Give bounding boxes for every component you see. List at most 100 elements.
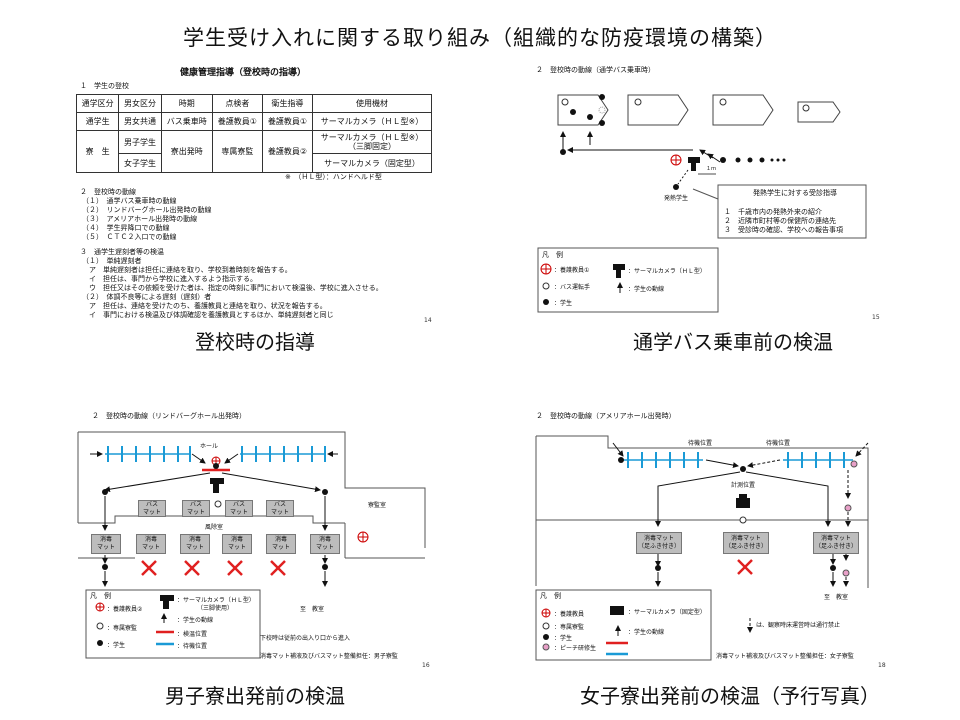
panel-health-guidance: 健康管理指導（登校時の指導） １ 学生の登校 通学区分 男女区分 時期 点検者 … bbox=[70, 62, 440, 328]
wait-label-2: 待機位置 bbox=[766, 440, 791, 447]
thermal-camera-marker bbox=[736, 498, 750, 508]
fever-student-label: 発熱学生 bbox=[664, 195, 689, 202]
disinfect-mat: 消毒 マット bbox=[222, 534, 252, 554]
list-item: （３） アメリアホール出発時の動線 bbox=[82, 215, 198, 223]
page-number: 14 bbox=[424, 317, 432, 324]
legend-item: ：養護教員① bbox=[554, 267, 590, 274]
disinfect-mat: 消毒 マット bbox=[91, 534, 121, 554]
bus-mat: バス マット bbox=[266, 500, 294, 517]
table-header: 男女区分 bbox=[118, 94, 162, 113]
legend-item: ：サーマルカメラ（ＨＬ型） bbox=[177, 597, 255, 604]
table-cell: サーマルカメラ（ＨＬ型※）（三脚固定） bbox=[312, 130, 432, 154]
bus-mat: バス マット bbox=[182, 500, 210, 517]
panel-boys-dorm: ２ 登校時の動線（リンドバーグホール出発時） bbox=[70, 408, 434, 670]
panel-header: ２ 登校時の動線（アメリアホール出発時） bbox=[536, 412, 676, 420]
student-dot bbox=[759, 157, 765, 163]
disinfect-mat: 消毒マット （足ふき付き） bbox=[813, 532, 859, 554]
legend-item: ：専属寮監 bbox=[554, 624, 585, 631]
page-number: 18 bbox=[878, 662, 886, 669]
table-cell: 養護教員① bbox=[211, 112, 263, 131]
disinfect-mat: 消毒マット （足ふき付き） bbox=[636, 532, 682, 554]
section-3-list: （１） 単純遅刻者 ア 単純遅刻者は担任に連絡を取り、学校到着時刻を報告する。 … bbox=[82, 257, 383, 320]
caption-2: 通学バス乗車前の検温 bbox=[633, 330, 833, 354]
disinfect-mat: 消毒 マット bbox=[136, 534, 166, 554]
list-item: （２） 体調不良等による遅刻（遅刻）者 bbox=[82, 293, 212, 301]
bus-shape bbox=[712, 94, 774, 126]
wind-room-label: 風除室 bbox=[205, 524, 224, 531]
panel-header: ２ 登校時の動線（リンドバーグホール出発時） bbox=[92, 412, 246, 420]
table-cell: 専属寮監 bbox=[211, 130, 263, 173]
fever-box-items: １ 千歳市内の発熱外来の紹介 ２ 近隣市町村等の保健所の連絡先 ３ 受診時の確認… bbox=[724, 208, 843, 235]
driver-marker bbox=[802, 104, 810, 112]
legend-item: ：学生 bbox=[107, 642, 126, 649]
slide-title: 学生受け入れに関する取り組み（組織的な防疫環境の構築） bbox=[183, 26, 777, 50]
legend-title: 凡 例 bbox=[90, 592, 111, 600]
legend-title: 凡 例 bbox=[542, 251, 563, 259]
student-dot bbox=[560, 149, 566, 155]
student-dot bbox=[740, 466, 746, 472]
legend-item: ：ピーチ研修生 bbox=[554, 645, 597, 652]
student-dot bbox=[213, 463, 219, 469]
caption-1: 登校時の指導 bbox=[195, 330, 315, 354]
table-cell: バス乗車時 bbox=[160, 112, 213, 131]
legend-item: ：サーマルカメラ（ＨＬ型） bbox=[628, 268, 706, 275]
table-cell: 寮 生 bbox=[75, 130, 120, 173]
note-mat-duty: 消毒マット補液及びバスマット整備担任：女子寮監 bbox=[716, 653, 854, 660]
bus-shape bbox=[627, 94, 689, 126]
peach-trainee-dot bbox=[844, 504, 852, 512]
list-item: ウ 担任又はその依頼を受けた者は、指定の時刻に事門において検温後、学校に進入させ… bbox=[82, 284, 383, 292]
legend-item: ：バス運転手 bbox=[554, 284, 591, 291]
table-cell: 養護教員② bbox=[261, 130, 314, 173]
table-cell: 女子学生 bbox=[118, 153, 162, 173]
student-dot bbox=[720, 157, 726, 163]
caption-3: 男子寮出発前の検温 bbox=[165, 684, 345, 708]
bus-mat: バス マット bbox=[225, 500, 253, 517]
list-item: ア 単純遅刻者は担任に連絡を取り、学校到着時刻を報告する。 bbox=[82, 266, 292, 274]
page-number: 15 bbox=[872, 314, 880, 321]
waiting-line-left bbox=[105, 446, 191, 462]
disinfect-mat: 消毒マット （足ふき付き） bbox=[723, 532, 769, 554]
legend-item: （三脚使用） bbox=[197, 605, 234, 612]
disinfect-mat: 消毒 マット bbox=[266, 534, 296, 554]
section-1-heading: １ 学生の登校 bbox=[80, 82, 129, 90]
legend-box bbox=[537, 247, 719, 313]
table-cell: サーマルカメラ（固定型） bbox=[312, 153, 432, 173]
list-item: ア 担任は、連絡を受けたのち、養護教員と連絡を取り、状況を報告する。 bbox=[82, 302, 327, 310]
legend-item: ：学生の動線 bbox=[628, 629, 665, 636]
list-item: ２ 近隣市町村等の保健所の連絡先 bbox=[724, 217, 836, 225]
list-item: ３ 受診時の確認、学校への報告事項 bbox=[724, 226, 843, 234]
list-item: イ 担任は、事門から学校に進入するよう指示する。 bbox=[82, 275, 257, 283]
student-dot bbox=[570, 109, 576, 115]
table-header: 通学区分 bbox=[75, 94, 120, 113]
legend-item: ：学生 bbox=[554, 635, 573, 642]
list-item: （５） ＣＴＣ２入口での動線 bbox=[82, 233, 177, 241]
student-dot bbox=[618, 457, 624, 463]
student-dot bbox=[322, 489, 328, 495]
panel-bus-boarding: ２ 登校時の動線（通学バス乗車時） bbox=[528, 62, 882, 328]
bus-shape bbox=[557, 94, 609, 126]
section-2-heading: ２ 登校時の動線 bbox=[80, 188, 136, 196]
list-item: イ 事門における検温及び体調確認を養護教員とするほか、単純遅刻者と同じ bbox=[82, 311, 334, 319]
list-item: （２） リンドバーグホール出発時の動線 bbox=[82, 206, 212, 214]
table-cell: 男子学生 bbox=[118, 130, 162, 154]
legend-item: ：学生 bbox=[554, 300, 573, 307]
panel-header: ２ 登校時の動線（通学バス乗車時） bbox=[536, 66, 655, 74]
student-dot bbox=[735, 157, 741, 163]
legend-item: ：学生の動線 bbox=[177, 617, 214, 624]
health-table: 通学区分 男女区分 時期 点検者 衛生指導 使用機材 通学生 男女共通 バス乗車… bbox=[75, 94, 432, 173]
student-dot bbox=[102, 564, 108, 570]
distance-label: １ｍ bbox=[706, 166, 717, 172]
list-item: （１） 単純遅刻者 bbox=[82, 257, 142, 265]
student-dot bbox=[673, 184, 679, 190]
student-dot bbox=[322, 564, 328, 570]
table-cell: サーマルカメラ（ＨＬ型※） bbox=[312, 112, 432, 131]
page-number: 16 bbox=[422, 662, 430, 669]
thermal-camera-marker bbox=[210, 478, 224, 484]
student-dot bbox=[747, 157, 753, 163]
legend-title: 凡 例 bbox=[540, 592, 561, 600]
blocked-x bbox=[141, 560, 286, 576]
note-mat-duty: 消毒マット補液及びバスマット整備担任：男子寮監 bbox=[260, 653, 398, 660]
flow-arrow bbox=[699, 149, 714, 159]
student-dot bbox=[587, 114, 593, 120]
section-3-heading: ３ 通学生遅刻者等の検温 bbox=[80, 248, 164, 256]
